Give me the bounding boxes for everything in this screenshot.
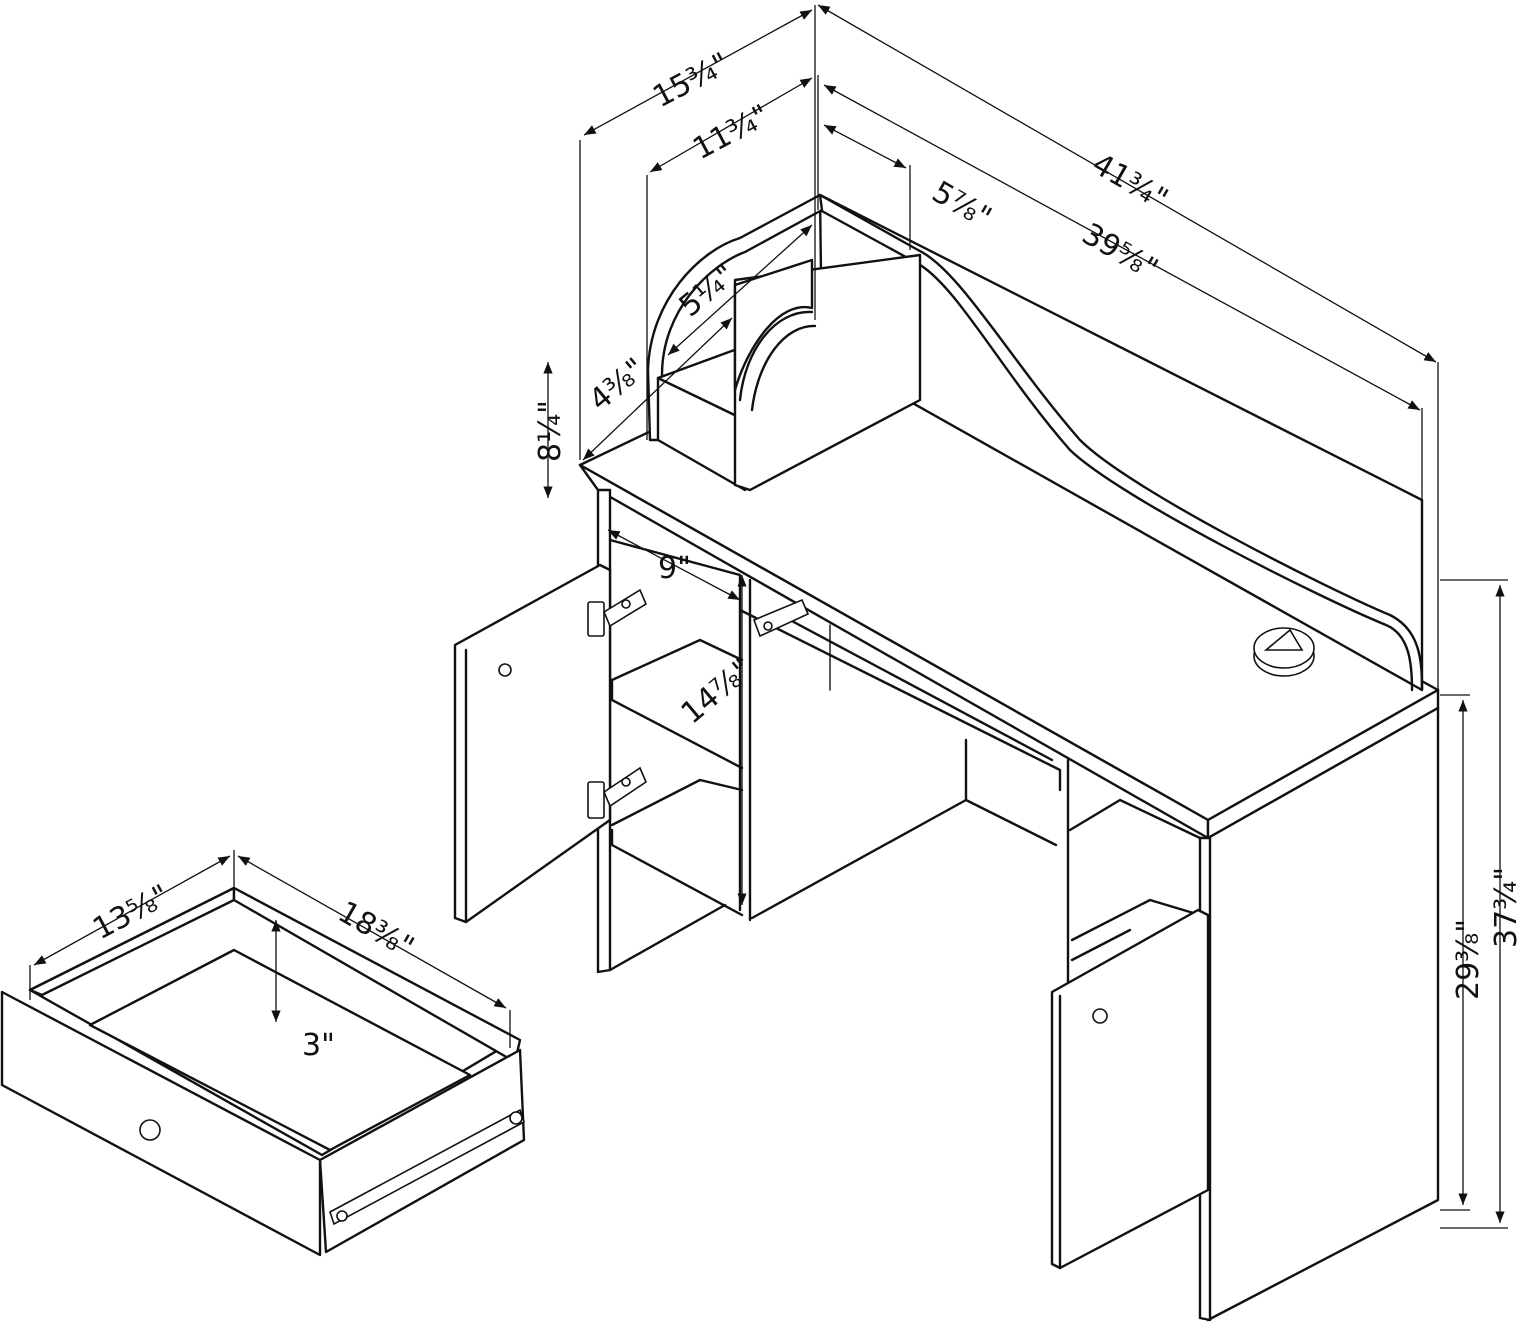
drawer-slide-icon [329, 1108, 525, 1226]
left-compartment-bottom-2 [610, 828, 744, 917]
left-pedestal-foot [608, 903, 727, 972]
right-compartment-shelf-2 [1070, 898, 1202, 942]
dim-label-hutch-height: 8¼" [533, 400, 568, 462]
dim-label-shelf-depth: 5¼" [673, 257, 743, 324]
left-door-knob-icon [498, 663, 512, 677]
left-compartment-shelf [610, 638, 744, 682]
keyboard-tray [738, 608, 1062, 792]
right-compartment-shelf-3 [1070, 928, 1132, 962]
drawer-front [0, 990, 322, 1257]
dim-label-total-height: 37¾" [1489, 867, 1518, 948]
drawer [0, 886, 526, 1257]
left-compartment-bottom [610, 778, 744, 827]
right-compartment-shelf [1068, 798, 1202, 840]
cable-grommet-icon [1253, 627, 1315, 677]
dim-label-overall-width: 41¾" [1086, 147, 1174, 218]
modesty-panel [750, 738, 968, 920]
right-door-knob-icon [1092, 1008, 1108, 1024]
drawer-bottom-line [88, 948, 472, 1152]
dim-label-drawer-height: 3" [302, 1028, 335, 1063]
dim-label-hutch-divider: 5⅞" [926, 175, 997, 236]
dim-label-overall-depth: 15¾" [647, 46, 735, 115]
drawer-knob-icon [139, 1119, 161, 1141]
dim-label-shelf-height: 4⅜" [583, 351, 653, 418]
dim-label-hutch-depth: 11¾" [687, 98, 775, 167]
dim-label-hutch-width: 39⅝" [1076, 217, 1164, 288]
dim-label-compartment-height: 14⅞" [675, 652, 760, 731]
dimension-lines [29, 4, 1508, 1229]
center-rail [788, 618, 1054, 762]
dim-label-desk-height: 29⅜" [1451, 919, 1486, 1000]
dim-label-compartment-width: 9" [658, 551, 691, 586]
left-compartment-shelf-front [610, 678, 744, 770]
left-door [453, 563, 612, 924]
drawer-slide-icon [752, 598, 810, 638]
modesty-panel-bottom [964, 798, 1058, 847]
right-door [1050, 908, 1210, 1270]
hinge-icon [587, 766, 647, 819]
